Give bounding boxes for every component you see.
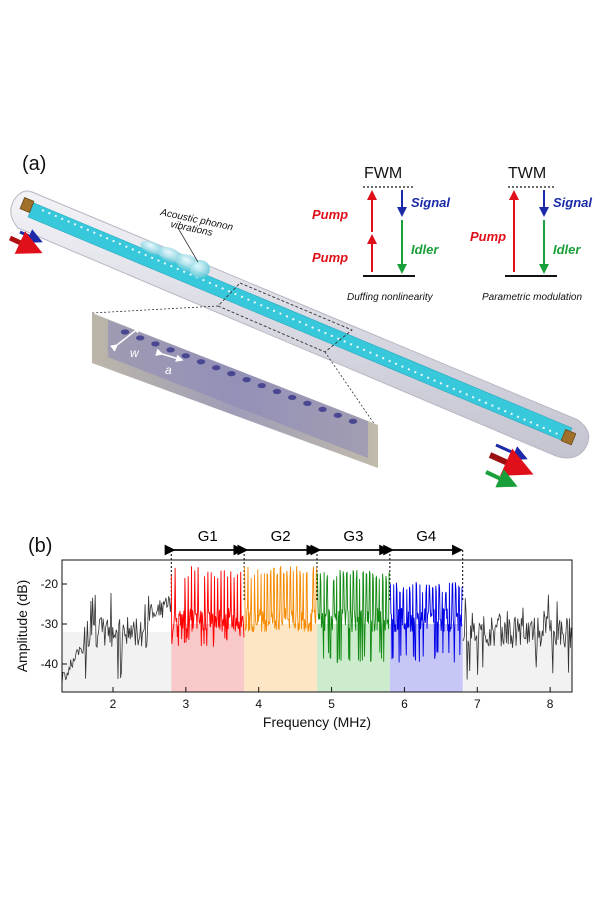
- inset-hole: [348, 418, 358, 424]
- inset-hole: [257, 382, 266, 389]
- inset-hole: [136, 335, 145, 341]
- comb-trace-g3: [316, 569, 391, 664]
- fwm-title: FWM: [364, 165, 402, 182]
- background-trace: [61, 592, 172, 685]
- inset-hole: [242, 377, 251, 383]
- band-fill-g1: [171, 624, 245, 692]
- twm-pump: Pump: [470, 229, 506, 244]
- output-arrows: [485, 443, 534, 488]
- fwm-pump-top: Pump: [312, 207, 348, 222]
- x-tick-label: 4: [255, 697, 262, 711]
- inset-hole: [181, 353, 190, 359]
- spectrum-chart: G1 G2 G3 G4 2 3 4 5 6 7 8 -20 -30 -40 Amplitude (dB)…: [14, 528, 573, 730]
- inset-hole: [333, 412, 342, 418]
- inset-hole: [303, 400, 312, 406]
- group-label: G3: [343, 528, 363, 545]
- x-axis-label: Frequency (MHz): [263, 714, 371, 730]
- x-tick-label: 7: [474, 697, 481, 711]
- x-tick-label: 5: [328, 697, 335, 711]
- inset-hole: [288, 394, 297, 401]
- fwm-pump-bottom: Pump: [312, 250, 348, 265]
- twm-idler: Idler: [553, 242, 581, 257]
- phonon-vibrations: [140, 240, 210, 278]
- input-arrows: [8, 229, 43, 254]
- x-tick-label: 6: [401, 697, 408, 711]
- left-contact-pad: [19, 197, 35, 213]
- plot-frame: [61, 559, 573, 693]
- right-contact-pad: [560, 429, 577, 446]
- group-label: G1: [198, 528, 218, 545]
- comb-trace-g1: [170, 566, 245, 647]
- inset-hole: [227, 371, 236, 377]
- zoom-box: [91, 282, 376, 426]
- fwm-idler: Idler: [411, 242, 439, 257]
- twm-diagram: TWM Pump Signal Idler Parametric modulat…: [470, 165, 592, 303]
- band-fill-g4: [389, 624, 463, 692]
- x-tick-label: 2: [110, 697, 117, 711]
- panel-a-label: (a): [22, 153, 46, 175]
- svg-text:a: a: [165, 363, 172, 377]
- phonon-callout-line: [177, 227, 199, 263]
- inset-hole: [151, 341, 160, 347]
- band-fill-left: [62, 632, 172, 692]
- comb-trace-g4: [389, 581, 463, 663]
- inset-hole: [212, 365, 221, 371]
- fwm-caption: Duffing nonlinearity: [347, 292, 434, 303]
- y-axis-label: Amplitude (dB): [14, 580, 30, 673]
- y-tick-label: -40: [41, 657, 59, 671]
- dimension-a: a: [155, 348, 184, 377]
- twm-title: TWM: [508, 165, 546, 182]
- y-tick-label: -30: [41, 617, 59, 631]
- band-fills: [62, 624, 572, 692]
- fwm-diagram: FWM Pump Pump Signal Idler Duffing nonli…: [312, 165, 450, 303]
- axes: 2 3 4 5 6 7 8 -20 -30 -40: [41, 577, 554, 711]
- inset-hole: [196, 359, 206, 365]
- comb-trace-g2: [243, 566, 318, 633]
- y-tick-label: -20: [41, 577, 59, 591]
- inset-hole: [166, 347, 175, 353]
- inset-hole: [318, 406, 327, 412]
- fwm-signal: Signal: [411, 195, 450, 210]
- inset-hole: [120, 329, 130, 335]
- band-fill-g2: [244, 624, 317, 692]
- inset-hole: [272, 388, 282, 395]
- x-tick-label: 3: [183, 697, 190, 711]
- group-label: G4: [416, 528, 436, 545]
- mechanical-beam: [10, 190, 590, 459]
- svg-text:w: w: [130, 346, 140, 360]
- twm-signal: Signal: [553, 195, 592, 210]
- spectrum-traces: [61, 566, 573, 685]
- dimension-w: w: [109, 326, 142, 360]
- group-label: G2: [271, 528, 291, 545]
- x-tick-label: 8: [547, 697, 554, 711]
- background-trace: [462, 594, 573, 680]
- hole-row: [41, 209, 561, 436]
- twm-caption: Parametric modulation: [482, 292, 582, 303]
- panel-b-label: (b): [28, 535, 52, 557]
